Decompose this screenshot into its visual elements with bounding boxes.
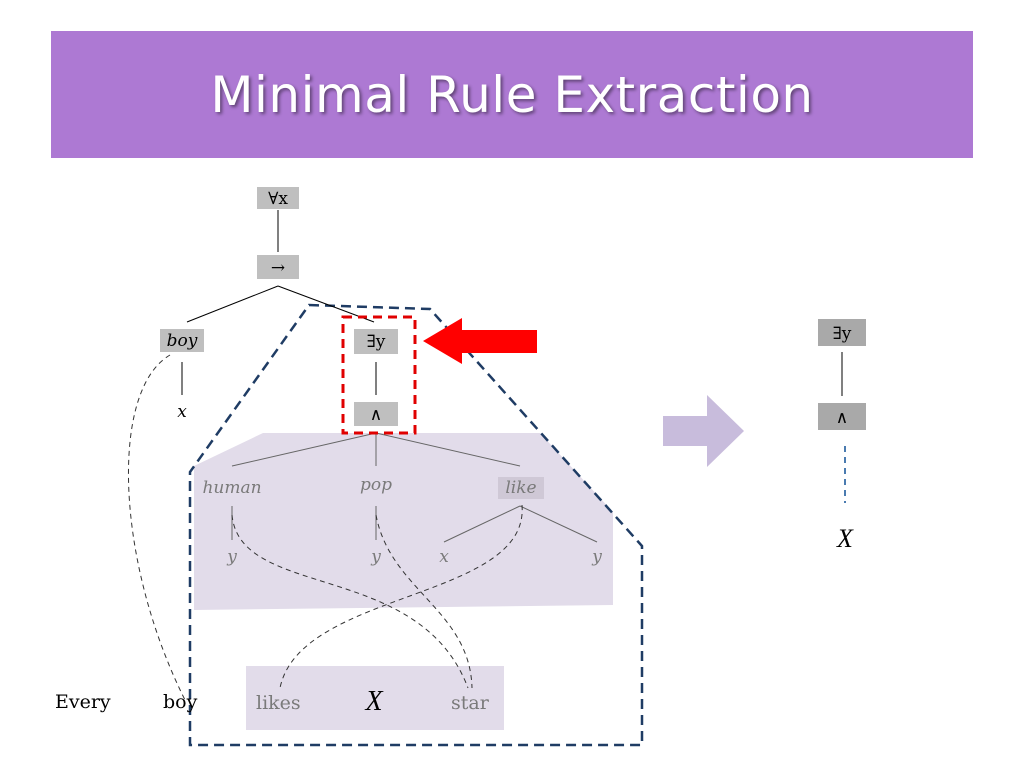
node-pop: pop: [360, 475, 392, 495]
node-exists-box: [354, 329, 398, 354]
sentence-shaded-region: [246, 666, 504, 730]
title-banner: Minimal Rule Extraction: [51, 31, 973, 158]
node-and-box: [354, 402, 398, 426]
node-implies: →: [271, 258, 285, 278]
node-and: ∧: [370, 405, 382, 425]
node-human: human: [202, 478, 261, 498]
rule-and: ∧: [836, 408, 848, 428]
extract-arrow: [663, 395, 744, 467]
frontier-shaded-region: [194, 433, 613, 610]
node-boy-box: [160, 329, 204, 352]
node-pop-y: y: [370, 547, 381, 567]
node-forall-box: [257, 187, 299, 209]
alignment-pop: [375, 514, 473, 689]
edge-like-y: [519, 505, 598, 543]
rule-exists-box: [818, 319, 866, 346]
node-exists: ∃y: [367, 332, 386, 352]
node-like-y: y: [591, 547, 602, 567]
node-forall: ∀x: [268, 189, 288, 209]
selected-node-box: [341, 315, 417, 435]
fragment-outline: [188, 303, 644, 747]
word-likes: likes: [256, 692, 301, 714]
rule-exists: ∃y: [833, 324, 852, 344]
edge-implies-boy: [186, 285, 279, 323]
word-star: star: [451, 692, 490, 714]
word-every: Every: [55, 691, 111, 713]
selection-arrow: [423, 318, 537, 364]
rule-variable: X: [836, 524, 854, 553]
word-boy: boy: [163, 691, 198, 713]
alignment-human: [231, 514, 469, 689]
node-like: like: [505, 478, 536, 498]
edge-like-x: [443, 505, 521, 543]
node-boy: boy: [167, 331, 198, 351]
node-like-x: x: [439, 547, 449, 567]
slide-title: Minimal Rule Extraction: [210, 65, 814, 124]
alignment-boy: [127, 354, 186, 701]
word-x-variable: X: [364, 686, 383, 717]
node-human-y: y: [226, 547, 237, 567]
alignment-like: [279, 504, 523, 689]
rule-and-box: [818, 403, 866, 430]
node-like-box: [498, 477, 544, 499]
edge-and-human: [231, 432, 377, 467]
edge-and-like: [375, 432, 521, 467]
node-x: x: [177, 402, 187, 422]
node-implies-box: [257, 255, 299, 279]
